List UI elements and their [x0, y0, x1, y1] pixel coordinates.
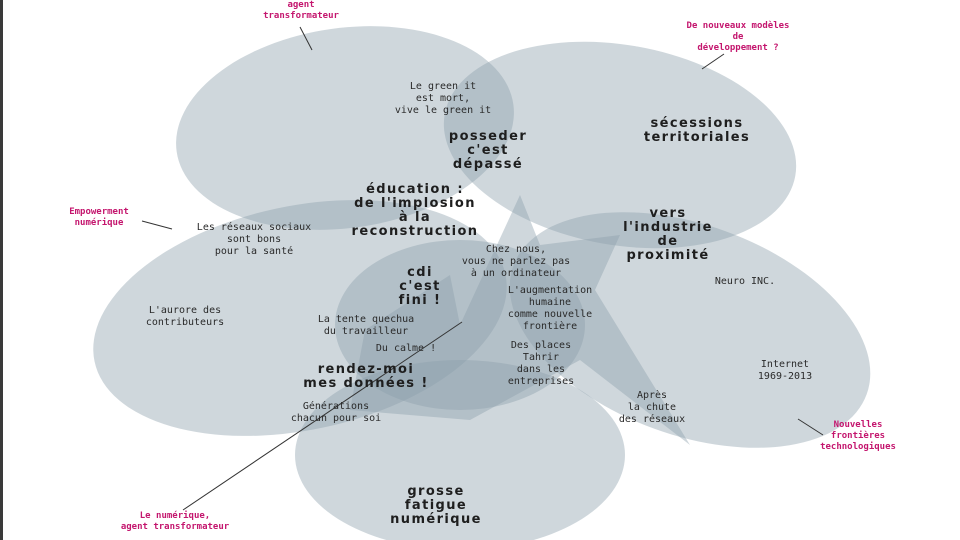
petal-top-right: [443, 41, 797, 249]
phrase-green-it: Le green it est mort, vive le green it: [394, 81, 492, 116]
phrase-augmentation: L'augmentation humaine comme nouvelle fr…: [507, 285, 593, 332]
annotation-left: Empowerment numérique: [69, 207, 129, 228]
petal-right: [509, 212, 871, 448]
annotation-bottom-left: Le numérique, agent transformateur: [120, 511, 230, 532]
phrase-apres: Après la chute des réseaux: [618, 390, 686, 425]
petal-bottom: [295, 360, 625, 540]
pointer-left: [141, 220, 173, 230]
phrase-internet: Internet 1969-2013: [757, 359, 813, 382]
petal-center: [335, 240, 585, 410]
headline-industrie: vers l'industrie de proximité: [623, 206, 713, 263]
pointer-top-left: [299, 26, 313, 51]
annotation-top-left: agent transformateur: [263, 0, 339, 21]
headline-fatigue: grosse fatigue numérique: [390, 484, 482, 527]
phrase-neuro: Neuro INC.: [714, 276, 776, 287]
phrase-reseaux-sociaux: Les réseaux sociaux sont bons pour la sa…: [196, 222, 312, 257]
annotation-top-right: De nouveaux modèles de développement ?: [686, 21, 790, 53]
petal-left: [93, 200, 507, 436]
phrase-generations: Générations chacun pour soi: [290, 401, 382, 424]
pointer-right: [797, 418, 824, 436]
phrase-tahrir: Des places Tahrir dans les entreprises: [507, 340, 575, 387]
headline-secessions: sécessions territoriales: [643, 116, 751, 145]
phrase-calme: Du calme !: [375, 343, 437, 354]
headline-education: éducation : de l'implosion à la reconstr…: [351, 182, 479, 239]
headline-donnees: rendez-moi mes données !: [303, 362, 429, 391]
phrase-aurore: L'aurore des contributeurs: [145, 305, 225, 328]
left-border: [0, 0, 3, 540]
headline-cdi: cdi c'est fini !: [398, 265, 442, 308]
annotation-right: Nouvelles frontières technologiques: [820, 420, 896, 452]
pointer-bottom-left: [182, 321, 463, 511]
headline-posseder: posseder c'est dépassé: [448, 129, 528, 172]
phrase-tente: La tente quechua du travailleur: [317, 314, 415, 337]
petal-top-left: [176, 26, 514, 230]
petal-star-shard: [350, 195, 690, 445]
pointer-top-right: [701, 53, 725, 70]
phrase-chez-nous: Chez nous, vous ne parlez pas à un ordin…: [461, 244, 571, 279]
